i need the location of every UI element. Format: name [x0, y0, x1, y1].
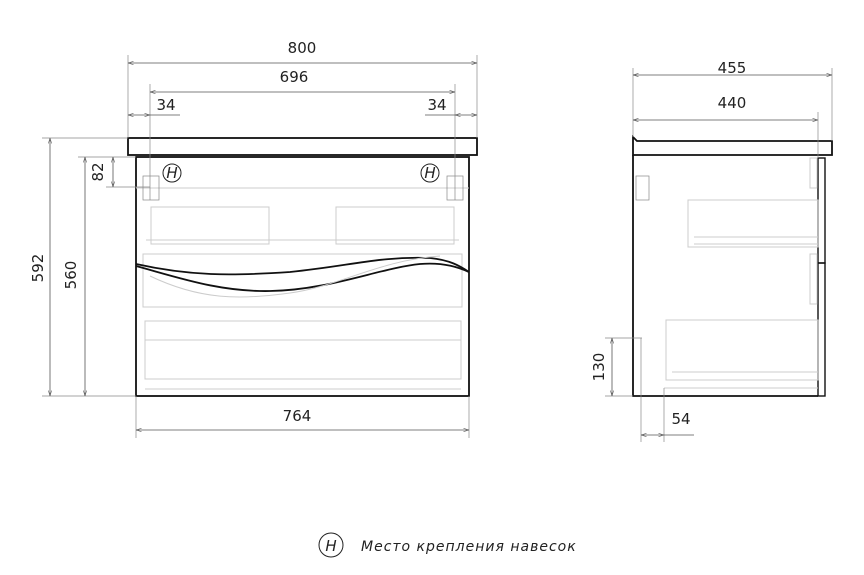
legend-text: Место крепления навесок [361, 539, 577, 555]
dim-right-offset: 34 [427, 96, 446, 114]
svg-text:H: H [424, 164, 435, 182]
dim-foot-height: 130 [590, 353, 608, 382]
dim-mount-height: 82 [89, 162, 107, 181]
door-lower [817, 262, 826, 397]
door-upper [817, 157, 826, 264]
dim-body-height: 560 [62, 261, 80, 290]
dim-overall-width: 800 [288, 39, 317, 57]
cabinet-side [632, 155, 818, 397]
countertop-side [632, 134, 833, 156]
dim-body-depth: 440 [718, 94, 747, 112]
mount-marker-left: H [162, 163, 182, 183]
cabinet-body [135, 156, 470, 397]
dim-body-width: 764 [283, 407, 312, 425]
svg-text:H: H [166, 164, 177, 182]
mount-marker-right: H [420, 163, 440, 183]
legend: H Место крепления навесок [318, 532, 577, 558]
side-view: 455 440 130 54 [590, 59, 833, 442]
legend-marker-icon [318, 532, 344, 558]
dim-inner-width: 696 [280, 68, 309, 86]
dim-total-height: 592 [29, 254, 47, 283]
dim-foot-offset: 54 [671, 410, 690, 428]
dim-left-offset: 34 [156, 96, 175, 114]
hanger-left [142, 175, 160, 201]
svg-text:H: H [325, 537, 336, 555]
dim-overall-depth: 455 [718, 59, 747, 77]
drawer-wave-line [135, 256, 470, 276]
front-view: H H 800 696 34 34 592 560 82 [29, 39, 478, 438]
countertop [127, 137, 478, 156]
